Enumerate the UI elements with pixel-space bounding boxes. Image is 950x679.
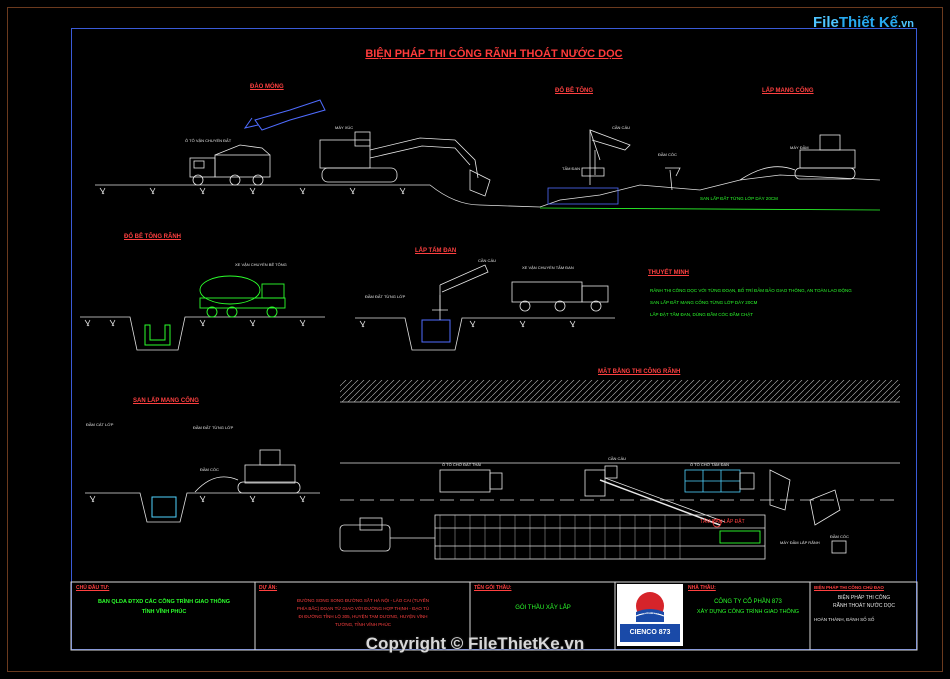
- plan-slab-placed: [719, 530, 761, 544]
- drawing-title: BIỆN PHÁP THI CÔNG RÃNH THOÁT NƯỚC DỌC: [365, 48, 623, 60]
- slab-ditch: [421, 319, 451, 343]
- tb-project-value-3: ĐI ĐƯỜNG TỈNH LỘ 305, HUYỆN TAM DƯƠNG, H…: [298, 614, 428, 619]
- excavator-main: [319, 131, 491, 197]
- tb-contractor-value-1: CÔNG TY CỔ PHẦN 873: [714, 599, 782, 605]
- tb-package-label: TÊN GÓI THẦU:: [474, 585, 512, 591]
- watermark-logo: FileThiết Kế.vn: [813, 14, 914, 31]
- tb-owner-value-2: TỈNH VĨNH PHÚC: [141, 609, 187, 615]
- logo-part-1: File: [813, 14, 839, 31]
- copyright-watermark: Copyright © FileThietKe.vn: [365, 634, 585, 653]
- excavator-arm-blue: [243, 99, 326, 131]
- tb-project-values: ĐƯỜNG SONG SONG ĐƯỜNG SẮT HÀ NỘI - LÀO C…: [259, 597, 467, 629]
- tb-drawing: BIỆN PHÁP THI CÔNG CHỦ ĐẠO BIỆN PHÁP THI…: [814, 585, 914, 622]
- note-plan-dam: ĐẦM CÓC: [830, 534, 849, 539]
- note-mixer: XE VẬN CHUYỂN BÊ TÔNG: [235, 262, 287, 267]
- tb-owner-value-1: BAN QLDA ĐTXD CÁC CÔNG TRÌNH GIAO THÔNG: [97, 599, 231, 605]
- bulldozer-top: [739, 134, 856, 181]
- plan-dozer-right: [769, 469, 847, 554]
- logo-since: SINCE 1973: [638, 610, 662, 615]
- plan-hatch-band: [340, 380, 900, 403]
- note-excavator: MÁY XÚC: [335, 125, 354, 130]
- tb-project-value-1: ĐƯỜNG SONG SONG ĐƯỜNG SẮT HÀ NỘI - LÀO C…: [296, 598, 430, 603]
- label-excavation: ĐÀO MÓNG: [250, 84, 284, 90]
- logo-name: CIENCO 873: [629, 629, 671, 636]
- note-slab-truck: XE VẬN CHUYỂN TẤM ĐAN: [522, 265, 574, 270]
- tb-drawing-label: BIỆN PHÁP THI CÔNG CHỦ ĐẠO: [814, 585, 884, 590]
- plan-slab-truck: [684, 469, 755, 493]
- note-dam-coc-2: ĐẦM CÓC: [200, 467, 219, 472]
- ditch-formwork: [144, 324, 171, 346]
- titleblock-lines: [70, 581, 918, 651]
- note-tam-dan: TẤM ĐAN: [562, 166, 580, 171]
- note-line-1: RÃNH THI CÔNG DỌC VỚI TỪNG ĐOẠN, BỐ TRÍ …: [650, 288, 852, 293]
- tb-project: DỰ ÁN: ĐƯỜNG SONG SONG ĐƯỜNG SẮT HÀ NỘI …: [259, 585, 467, 629]
- logo-part-2: Thiết Kế: [838, 14, 899, 31]
- tb-contractor: NHÀ THẦU: CÔNG TY CỔ PHẦN 873 XÂY DỰNG C…: [688, 585, 808, 615]
- note-truck: Ô TÔ VẬN CHUYỂN ĐẤT: [185, 138, 232, 143]
- outer-border: [7, 7, 943, 672]
- mixer-truck: [199, 275, 286, 318]
- dump-truck-1: [189, 144, 271, 186]
- plan-vib-mark: [712, 518, 722, 528]
- note-line-3: LẮP ĐẶT TẤM ĐAN, DÙNG ĐẦM CÓC ĐẦM CHẶT: [650, 312, 754, 317]
- title-wrap: BIỆN PHÁP THI CÔNG RÃNH THOÁT NƯỚC DỌC: [0, 44, 950, 62]
- notes-block: RÃNH THI CÔNG DỌC VỚI TỪNG ĐOẠN, BỐ TRÍ …: [650, 288, 890, 317]
- bulldozer-bottom: [194, 449, 301, 494]
- tb-package-value: GÓI THẦU XÂY LẮP: [515, 605, 571, 611]
- plan-ditch: [434, 514, 766, 560]
- note-layer: ĐẦM CÁT LỚP: [86, 422, 114, 427]
- note-plan-truck: Ô TÔ CHỞ ĐẤT THẢI: [442, 462, 482, 467]
- tb-drawing-value-1: BIỆN PHÁP THI CÔNG: [837, 595, 891, 601]
- note-crane: CẦN CẨU: [612, 125, 631, 130]
- note-plan-vib: MÁY ĐẦM LẮP RÃNH: [780, 540, 820, 545]
- crane-top: [581, 129, 631, 185]
- label-layer-backfill: SAN LẤP MANG CỐNG: [133, 398, 199, 404]
- label-backfill: LẤP MANG CỐNG: [762, 88, 814, 94]
- tb-project-label: DỰ ÁN:: [259, 585, 278, 591]
- tb-drawing-value-2: RÃNH THOÁT NƯỚC DỌC: [833, 603, 895, 609]
- note-dam-coc: ĐẦM CÓC: [658, 152, 677, 157]
- crane-mid: [432, 264, 489, 320]
- ground-mid-left: [80, 316, 325, 351]
- plan-road: [340, 462, 900, 501]
- tb-contractor-label: NHÀ THẦU:: [688, 585, 716, 591]
- slab-truck: [511, 281, 609, 312]
- backfill-ditch: [151, 496, 177, 518]
- ground-mid: [355, 317, 615, 351]
- tb-package: TÊN GÓI THẦU: GÓI THẦU XÂY LẮP: [474, 585, 612, 611]
- note-slab-place: TẤM ĐAN LẮP ĐẶT: [700, 519, 745, 525]
- note-crane2: CẦN CẨU: [478, 258, 497, 263]
- label-ditch-concrete: ĐỔ BÊ TÔNG RÃNH: [124, 234, 181, 240]
- note-backfill-mid: ĐẦM ĐẤT TỪNG LỚP: [365, 294, 406, 299]
- tb-owner-label: CHỦ ĐẦU TƯ:: [76, 585, 110, 591]
- label-plan: MẶT BẰNG THI CÔNG RÃNH: [598, 369, 681, 375]
- note-plan-slab: Ô TÔ CHỞ TẤM ĐAN: [690, 462, 730, 467]
- plan-trucks: [439, 465, 726, 526]
- label-concrete-pour: ĐỔ BÊ TÔNG: [555, 88, 594, 94]
- ditch-top-blue: [547, 187, 619, 205]
- vibrator-top: [665, 167, 681, 191]
- label-slab-install: LẮP TẤM ĐAN: [415, 248, 457, 254]
- logo-part-3: .vn: [898, 18, 914, 30]
- note-line-2: SAN LẤP ĐẤT MANG CỐNG TỪNG LỚP DÀY 20CM: [650, 300, 758, 305]
- note-vibrator: MÁY ĐẦM: [790, 145, 809, 150]
- label-notes-heading: THUYẾT MINH: [648, 270, 689, 276]
- note-lop-dat: SAN LẤP ĐẤT TỪNG LỚP DÀY 20CM: [700, 196, 778, 201]
- tb-project-value-4: TƯỜNG, TỈNH VĨNH PHÚC: [334, 622, 392, 627]
- ground-bottom-left: [85, 492, 320, 523]
- cienco-logo: [617, 584, 683, 646]
- tb-owner: CHỦ ĐẦU TƯ: BAN QLDA ĐTXD CÁC CÔNG TRÌNH…: [76, 585, 252, 615]
- tb-contractor-value-2: XÂY DỰNG CÔNG TRÌNH GIAO THÔNG: [696, 609, 800, 615]
- top-ground: [95, 174, 881, 211]
- plan-excavator: [339, 517, 435, 552]
- tb-project-value-2: PHÍA BẮC) ĐOẠN TỪ GIAO VỚI ĐƯỜNG HỢP THỊ…: [296, 606, 430, 611]
- note-plan-crane: CẦN CẨU: [608, 456, 627, 461]
- note-dam-dat: ĐẦM ĐẤT TỪNG LỚP: [193, 425, 234, 430]
- tb-drawing-value-3: HOÀN THÀNH, ĐÁNH SỐ SỐ: [814, 617, 875, 622]
